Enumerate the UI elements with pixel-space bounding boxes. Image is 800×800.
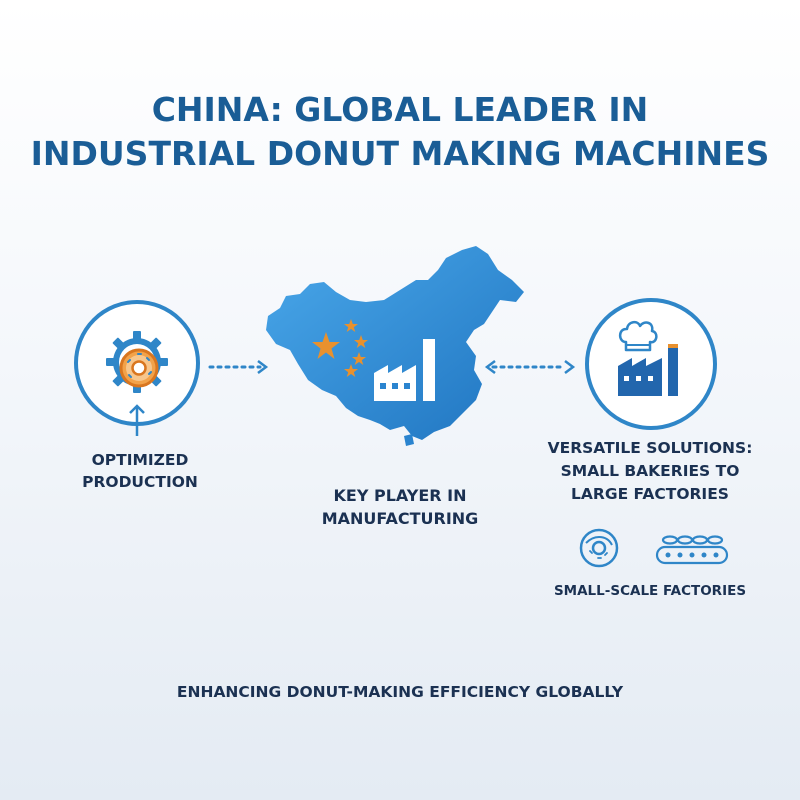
small-stars: [344, 319, 368, 377]
optimized-production-label: OPTIMIZED PRODUCTION: [40, 449, 240, 493]
key-player-line-2: MANUFACTURING: [321, 509, 479, 528]
small-scale-factories-label: SMALL-SCALE FACTORIES: [553, 583, 747, 599]
optimized-production-line-2: PRODUCTION: [82, 473, 198, 491]
versatile-solutions-line-2: SMALL BAKERIES TO: [560, 462, 740, 480]
key-player-line-1: KEY PLAYER IN: [333, 486, 467, 505]
star-icon: [312, 332, 340, 359]
chef-hat-icon: [618, 320, 658, 352]
optimized-production-line-1: OPTIMIZED: [91, 451, 189, 469]
donut-icon: [119, 348, 159, 388]
arrow-up-icon: [129, 404, 145, 436]
title-line-1: CHINA: GLOBAL LEADER IN: [151, 90, 649, 129]
page-title: CHINA: GLOBAL LEADER IN INDUSTRIAL DONUT…: [0, 88, 800, 176]
footer-tagline: ENHANCING DONUT-MAKING EFFICIENCY GLOBAL…: [176, 683, 624, 701]
versatile-solutions-label: VERSATILE SOLUTIONS: SMALL BAKERIES TO L…: [530, 437, 770, 506]
versatile-solutions-line-1: VERSATILE SOLUTIONS:: [547, 439, 753, 457]
factory-icon: [374, 339, 435, 401]
conveyor-icon: [655, 535, 729, 565]
donut-outline-icon: [579, 528, 619, 568]
connector-arrow-right: [484, 360, 576, 374]
title-line-2: INDUSTRIAL DONUT MAKING MACHINES: [30, 134, 770, 173]
china-map-icon: [266, 246, 524, 446]
factory-icon-right: [618, 344, 678, 396]
connector-arrow-left: [208, 360, 269, 374]
key-player-label: KEY PLAYER IN MANUFACTURING: [290, 484, 510, 530]
versatile-solutions-line-3: LARGE FACTORIES: [571, 485, 729, 503]
